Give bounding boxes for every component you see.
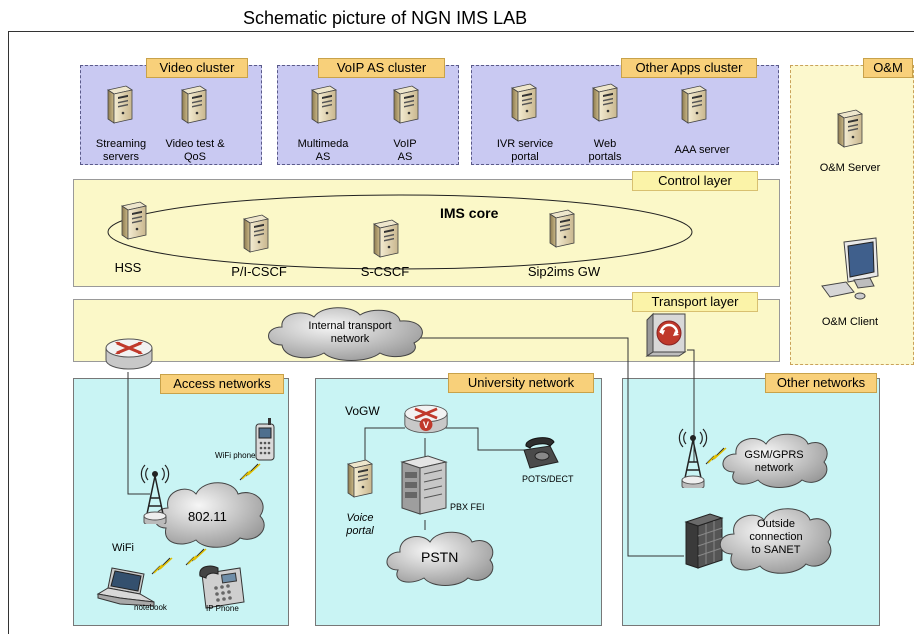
voice-portal-server-icon (344, 458, 374, 498)
ims-core-label: IMS core (440, 205, 499, 221)
wifi-access-point-tower-icon (140, 456, 170, 532)
voip-as-cluster-label: VoIP AS cluster (318, 58, 445, 78)
other-apps-cluster (471, 65, 779, 165)
pbx-label: PBX FEI (450, 502, 485, 512)
wlan-cloud-icon (154, 482, 265, 548)
hss-label: HSS (114, 260, 142, 275)
university-network-label: University network (448, 373, 594, 393)
video-test-label: Video test &QoS (165, 138, 225, 163)
aaa-server-label: AAA server (674, 144, 730, 156)
notebook-label: notebook (134, 603, 167, 612)
om-server-label: O&M Server (819, 162, 881, 174)
pbx-icon (400, 455, 448, 515)
wireless-link-icon (185, 548, 207, 566)
om-client-computer-icon (821, 237, 879, 300)
vogw-label: VoGW (345, 404, 380, 418)
sip2ims-gw-label: Sip2ims GW (527, 264, 601, 279)
om-cluster-label: O&M (863, 58, 913, 78)
diagram-title-text: Schematic picture of NGN IMS LAB (243, 8, 528, 28)
gsm-gprs-cloud-icon (722, 433, 828, 488)
ip-phone-label: IP Phone (206, 604, 239, 613)
other-apps-cluster-label: Other Apps cluster (621, 58, 757, 78)
university-network-area (315, 378, 602, 626)
firewall-icon (684, 513, 724, 569)
wireless-link-icon (705, 447, 727, 465)
pstn-label: PSTN (421, 549, 459, 565)
notebook-icon (96, 567, 155, 607)
svg-text:V: V (423, 420, 430, 430)
vogw-router-icon: V (404, 404, 448, 434)
access-networks-label: Access networks (160, 374, 284, 394)
wifi-phone-label: WiFi phone (215, 451, 256, 460)
pcscf-label: P/I-CSCF (231, 264, 287, 279)
other-networks-label: Other networks (765, 373, 877, 393)
wireless-link-icon (239, 463, 261, 481)
sanet-cloud-icon (719, 508, 832, 574)
other-networks-area (622, 378, 880, 626)
video-cluster-label: Video cluster (146, 58, 248, 78)
control-layer-label: Control layer (632, 171, 758, 191)
access-router-icon (104, 334, 154, 374)
diagram-title: Schematic picture of NGN IMS LAB (0, 8, 914, 32)
wireless-link-icon (151, 557, 173, 575)
scscf-label: S-CSCF (360, 264, 410, 279)
internal-transport-cloud-icon (268, 307, 423, 361)
pots-dect-phone-icon (523, 437, 559, 469)
voip-as-cluster (277, 65, 459, 165)
pots-dect-label: POTS/DECT (522, 474, 574, 484)
ims-core-ring (107, 194, 693, 270)
om-client-label: O&M Client (821, 316, 879, 328)
transport-layer-label: Transport layer (632, 292, 758, 312)
wifi-label: WiFi (112, 542, 134, 554)
ip-phone-icon (199, 565, 245, 609)
transport-switch-icon (645, 312, 687, 357)
wifi-phone-icon (255, 418, 275, 461)
lab-frame (8, 31, 914, 634)
wlan-label: 802.11 (188, 509, 227, 524)
pstn-cloud-icon (386, 531, 494, 586)
